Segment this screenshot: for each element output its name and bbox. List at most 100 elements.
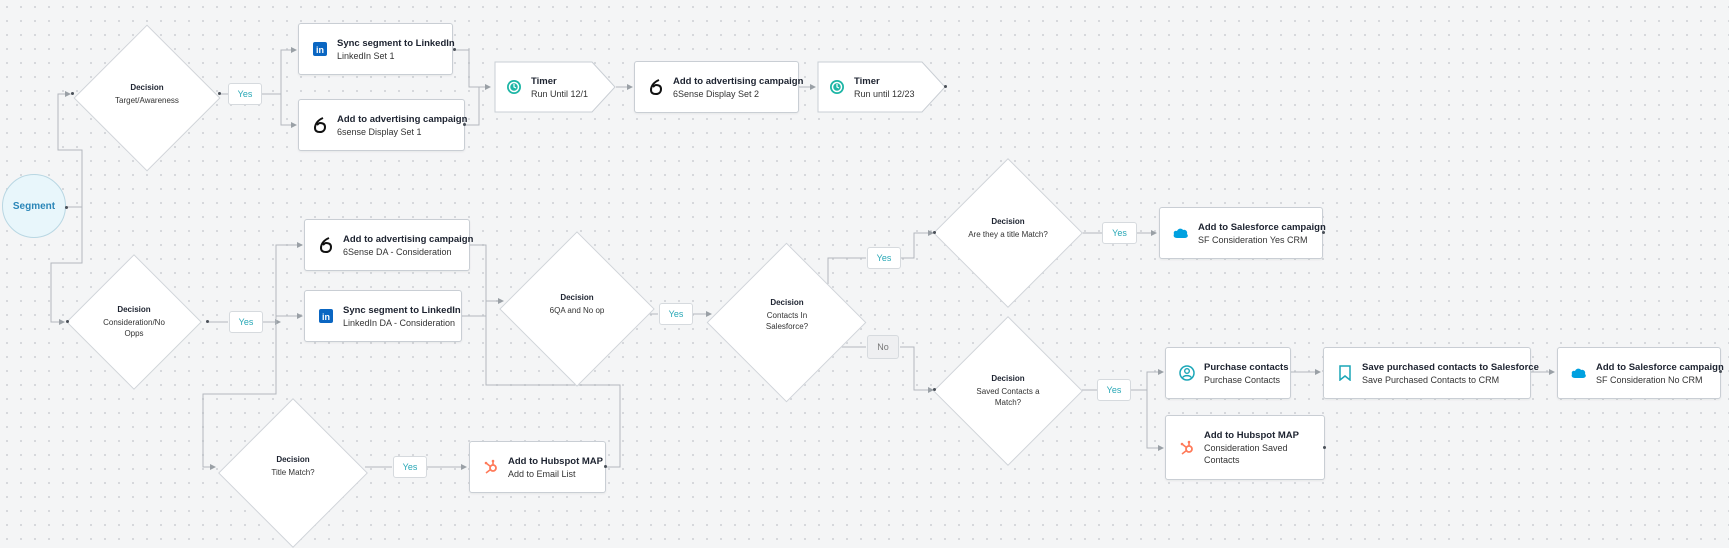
salesforce-icon [1173, 225, 1189, 241]
decision-title: Decision [276, 455, 310, 464]
action-subtitle: SF Consideration No CRM [1596, 374, 1703, 385]
purchase-contacts-icon [1179, 365, 1195, 381]
action-subtitle: 6Sense DA - Consideration [343, 246, 452, 257]
yes-branch-saved-contacts[interactable]: Yes [1097, 379, 1131, 401]
action-subtitle: 6sense Display Set 1 [337, 126, 422, 137]
port-dot[interactable] [453, 48, 456, 51]
decision-subtitle: Contacts In Salesforce? [765, 311, 809, 331]
decision-subtitle: Target/Awareness [115, 96, 179, 105]
action-subtitle: Consideration Saved Contacts [1204, 443, 1288, 465]
salesforce-icon [1571, 365, 1587, 381]
branch-label: Yes [1106, 385, 1122, 395]
decision-contacts-in-salesforce-label: Decision Contacts In Salesforce? [746, 297, 828, 332]
linkedin-icon: in [312, 41, 328, 57]
action-subtitle: Add to Email List [508, 468, 576, 479]
linkedin-icon: in [318, 308, 334, 324]
segment-start-node[interactable]: Segment [2, 174, 66, 238]
yes-branch-title-match[interactable]: Yes [393, 456, 427, 478]
branch-label: Yes [237, 89, 253, 99]
port-dot[interactable] [1323, 446, 1326, 449]
port-dot[interactable] [933, 231, 936, 234]
port-dot[interactable] [65, 206, 68, 209]
port-dot[interactable] [1719, 370, 1722, 373]
port-dot[interactable] [206, 320, 209, 323]
decision-title: Decision [117, 305, 151, 314]
timer-title: Timer [531, 75, 557, 87]
decision-title: Decision [991, 374, 1025, 383]
bookmark-icon [1337, 365, 1353, 381]
action-subtitle: 6Sense Display Set 2 [673, 88, 760, 99]
timer-icon [506, 79, 522, 95]
hubspot-icon [1179, 440, 1195, 456]
action-title: Sync segment to LinkedIn [343, 304, 461, 316]
no-branch-contacts-sf[interactable]: No [867, 335, 899, 359]
decision-saved-contacts-match-label: Decision Saved Contacts a Match? [966, 373, 1050, 408]
segment-label: Segment [12, 200, 56, 212]
branch-label: Yes [876, 253, 892, 263]
yes-branch-title-match-2[interactable]: Yes [1102, 222, 1137, 244]
6sense-icon [312, 117, 328, 133]
action-subtitle: Purchase Contacts [1204, 374, 1281, 385]
decision-subtitle: 6QA and No op [549, 306, 605, 315]
decision-title: Decision [991, 217, 1025, 226]
decision-6qa-no-op-label: Decision 6QA and No op [536, 292, 618, 316]
6sense-icon [318, 237, 334, 253]
decision-title-match-2-label: Decision Are they a title Match? [968, 216, 1048, 240]
decision-subtitle: Consideration/No Opps [103, 318, 165, 338]
yes-branch-target[interactable]: Yes [228, 83, 262, 105]
decision-subtitle: Are they a title Match? [968, 230, 1048, 239]
decision-title-match-label: Decision Title Match? [253, 454, 333, 478]
action-subtitle: Save Purchased Contacts to CRM [1362, 374, 1500, 385]
port-dot[interactable] [1322, 231, 1325, 234]
action-subtitle: LinkedIn DA - Consideration [343, 317, 456, 328]
port-dot[interactable] [604, 465, 607, 468]
action-title: Add to Salesforce campaign [1198, 221, 1326, 233]
decision-target-awareness-label: Decision Target/Awareness [97, 82, 197, 106]
port-dot[interactable] [71, 92, 74, 95]
yes-branch-contacts-sf[interactable]: Yes [867, 247, 901, 269]
decision-title: Decision [130, 83, 164, 92]
svg-text:in: in [316, 45, 324, 55]
hubspot-icon [483, 459, 499, 475]
timer-title: Timer [854, 75, 880, 87]
branch-label: No [877, 342, 889, 352]
decision-subtitle: Saved Contacts a Match? [976, 387, 1040, 407]
action-title: Purchase contacts [1204, 361, 1289, 373]
yes-branch-6qa[interactable]: Yes [659, 303, 693, 325]
yes-branch-consideration[interactable]: Yes [229, 311, 263, 333]
port-dot[interactable] [944, 85, 947, 88]
timer-icon [829, 79, 845, 95]
action-title: Add to advertising campaign [673, 75, 804, 87]
timer-subtitle: Run Until 12/1 [531, 88, 589, 99]
decision-title: Decision [560, 293, 594, 302]
action-title: Add to advertising campaign [343, 233, 474, 245]
action-title: Sync segment to LinkedIn [337, 37, 455, 49]
branch-label: Yes [1112, 228, 1127, 238]
port-dot[interactable] [218, 92, 221, 95]
port-dot[interactable] [463, 123, 466, 126]
decision-consideration-label: Decision Consideration/No Opps [100, 304, 168, 339]
action-subtitle: LinkedIn Set 1 [337, 50, 395, 61]
6sense-icon [648, 79, 664, 95]
port-dot[interactable] [66, 320, 69, 323]
action-title: Add to Salesforce campaign [1596, 361, 1724, 373]
action-title: Add to advertising campaign [337, 113, 468, 125]
action-subtitle: SF Consideration Yes CRM [1198, 234, 1308, 245]
action-title: Add to Hubspot MAP [508, 455, 603, 467]
port-dot[interactable] [933, 388, 936, 391]
